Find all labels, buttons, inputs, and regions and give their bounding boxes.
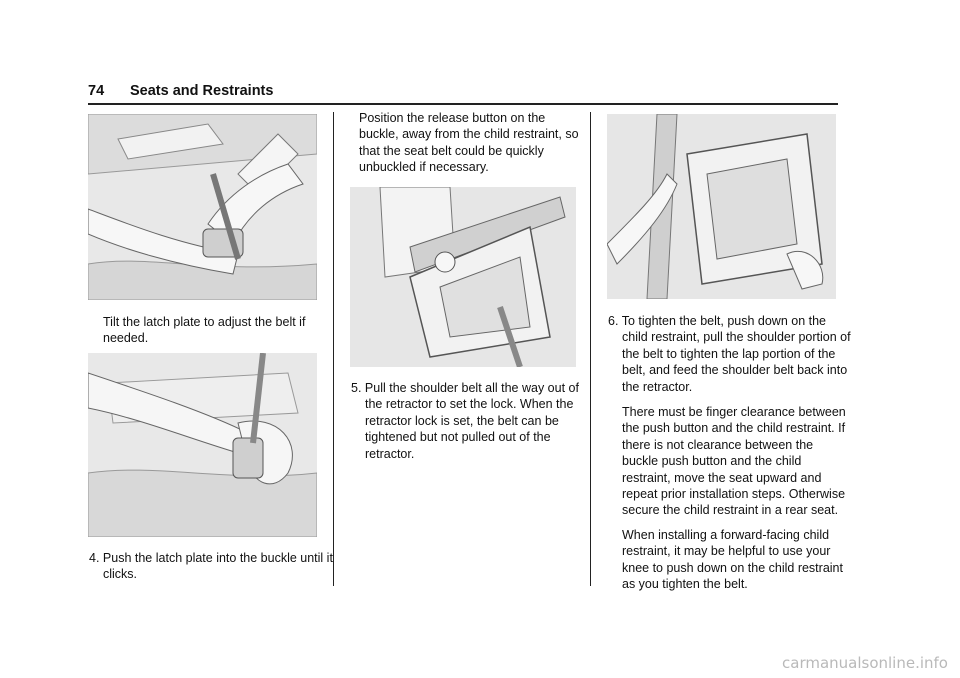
note-finger-clearance: There must be finger clearance between t…: [622, 405, 846, 518]
intro-release-button-text: Position the release button on the buckl…: [359, 111, 579, 175]
section-title: Seats and Restraints: [130, 83, 274, 99]
caption-tilt-latch-plate: Tilt the latch plate to adjust the belt …: [103, 315, 306, 346]
header-rule: [88, 103, 838, 105]
step-6-number: 6.: [608, 314, 619, 328]
step-4-number: 4.: [89, 551, 100, 565]
step-5-text: Pull the shoulder belt all the way out o…: [364, 381, 579, 461]
step-4: 4. Push the latch plate into the buckle …: [89, 550, 335, 583]
illustration-pull-shoulder-belt: [350, 187, 576, 367]
page-number: 74: [88, 83, 105, 99]
step-5-number: 5.: [351, 381, 362, 395]
illustration-push-latch-into-buckle: [88, 353, 317, 537]
illustration-tilt-latch-plate: [88, 114, 317, 300]
step-4-text: Push the latch plate into the buckle unt…: [102, 551, 333, 582]
step-6-text: To tighten the belt, push down on the ch…: [621, 314, 851, 394]
step-5: 5. Pull the shoulder belt all the way ou…: [351, 380, 593, 462]
watermark: carmanualsonline.info: [782, 654, 948, 672]
note-forward-facing: When installing a forward-facing child r…: [622, 527, 843, 592]
column-divider-left: [333, 112, 334, 586]
page-header: 74 Seats and Restraints: [88, 82, 838, 104]
step-6: 6. To tighten the belt, push down on the…: [608, 313, 852, 593]
column-divider-right: [590, 112, 591, 586]
illustration-tighten-belt: [607, 114, 836, 299]
